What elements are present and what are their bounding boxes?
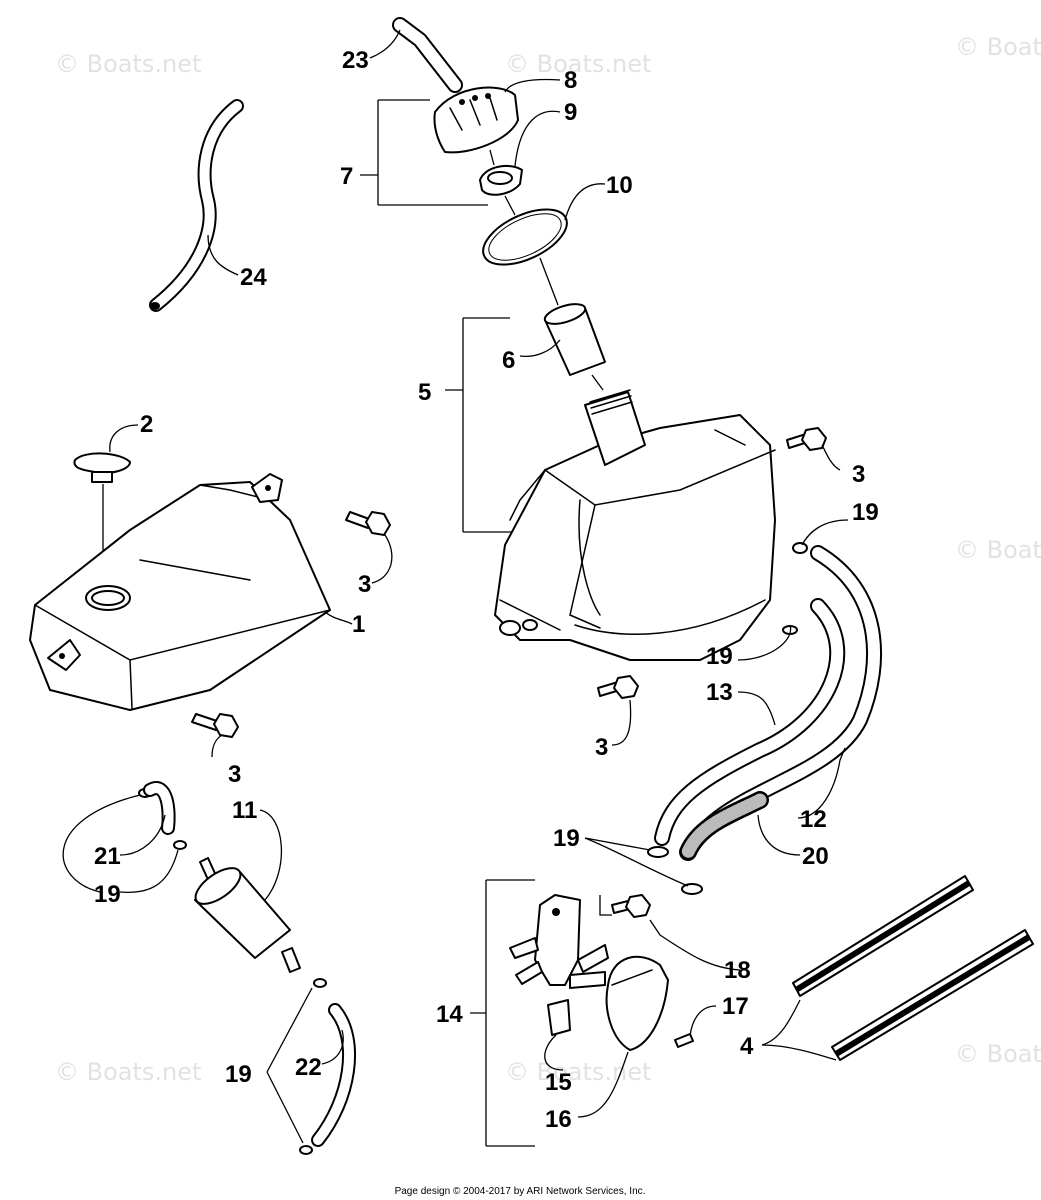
callout-20: 20	[802, 843, 829, 870]
callout-16: 16	[545, 1106, 572, 1133]
callout-19: 19	[94, 881, 121, 908]
part-2-oil-cap	[73, 452, 131, 483]
part-5-fuel-tank	[494, 389, 776, 661]
part-3-bolt	[597, 675, 639, 699]
watermark: © Boats.net	[955, 33, 1041, 61]
part-21-hose	[143, 781, 176, 835]
watermark: © Boats.net	[505, 1058, 651, 1086]
part-3-bolt	[191, 713, 239, 738]
part-18-screw	[611, 894, 651, 918]
watermark: © Boats.net	[55, 1058, 201, 1086]
callout-3: 3	[358, 571, 371, 598]
part-16-valve-knob	[605, 955, 669, 1051]
callout-22: 22	[295, 1054, 322, 1081]
callout-21: 21	[94, 843, 121, 870]
callout-19: 19	[225, 1061, 252, 1088]
part-1-oil-tank	[29, 473, 331, 711]
part-22-hose	[311, 1003, 357, 1147]
callout-19: 19	[706, 643, 733, 670]
callout-14: 14	[436, 1001, 463, 1028]
part-8-fuel-cap	[433, 86, 519, 154]
callout-3: 3	[228, 761, 241, 788]
part-6-filler-neck	[543, 303, 606, 376]
callout-18: 18	[724, 957, 751, 984]
part-13-hose	[654, 598, 846, 846]
part-17-screw	[674, 1033, 694, 1048]
leader-lines	[62, 29, 849, 1147]
part-24-hose	[149, 99, 244, 312]
callout-11: 11	[232, 797, 257, 824]
callout-6: 6	[502, 347, 515, 374]
callout-7: 7	[340, 163, 353, 190]
footer-copyright: Page design © 2004-2017 by ARI Network S…	[395, 1186, 646, 1197]
callout-13: 13	[706, 679, 733, 706]
callout-3: 3	[595, 734, 608, 761]
part-10-gasket	[482, 208, 568, 266]
callout-23: 23	[342, 47, 369, 74]
callout-24: 24	[240, 264, 267, 291]
callout-19: 19	[553, 825, 580, 852]
watermark: © Boats.net	[505, 50, 651, 78]
callout-2: 2	[140, 411, 153, 438]
callout-4: 4	[740, 1033, 754, 1060]
watermark: © Boats.net	[955, 536, 1041, 564]
watermark: © Boats.net	[55, 50, 201, 78]
part-19-clamps	[138, 542, 808, 1155]
callout-numbers: 1 2 3 3 3 3 4 5 6 7 8 9 10 11 12 13 14 1…	[94, 47, 879, 1133]
callout-1: 1	[352, 611, 365, 638]
callout-8: 8	[564, 67, 577, 94]
part-9-cap-ring	[479, 164, 523, 196]
callout-12: 12	[800, 806, 827, 833]
part-14-fuel-valve	[509, 894, 609, 1036]
part-23-vent-tube	[392, 17, 463, 93]
part-3-bolt	[345, 511, 391, 536]
callout-19: 19	[852, 499, 879, 526]
part-4-foam-strips	[792, 875, 1034, 1061]
callout-17: 17	[722, 993, 749, 1020]
callout-3: 3	[852, 461, 865, 488]
part-3-bolt	[786, 427, 827, 451]
watermark: © Boats.net	[955, 1040, 1041, 1068]
callout-10: 10	[606, 172, 633, 199]
part-11-fuel-filter	[194, 857, 301, 973]
callout-5: 5	[418, 379, 431, 406]
part-20-hose-sleeve	[679, 791, 769, 861]
callout-15: 15	[545, 1069, 572, 1096]
callout-9: 9	[564, 99, 577, 126]
